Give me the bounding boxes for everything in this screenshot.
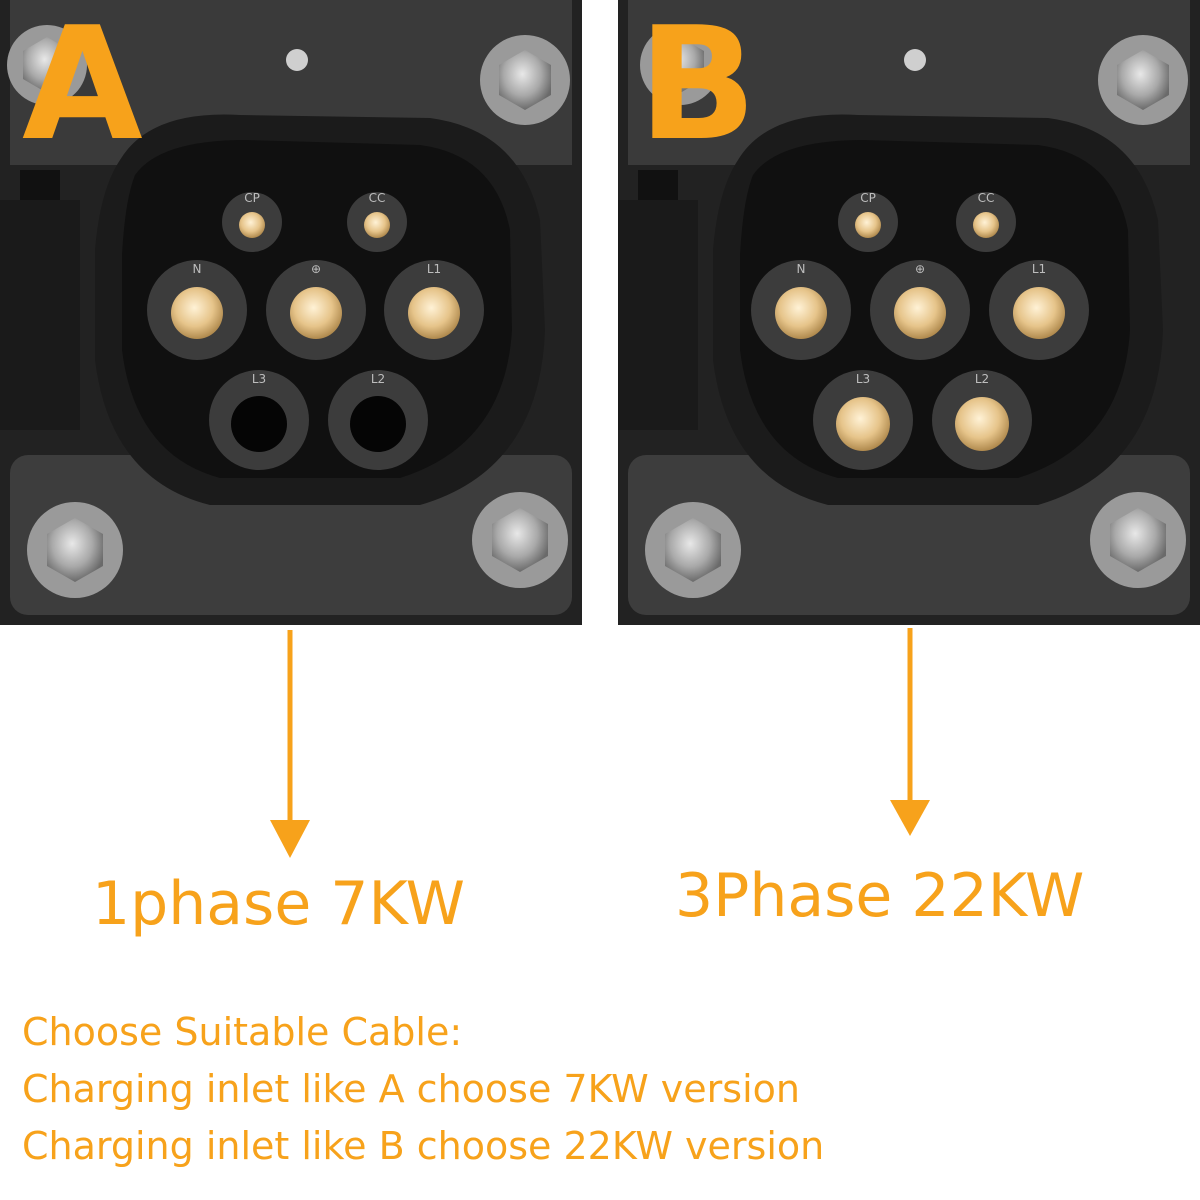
arrow-down-a-icon [270,630,310,858]
panel-letter-a: A [22,0,143,175]
caption-a: 1phase 7KW [92,869,466,939]
bolt-bottom-right [1090,492,1186,588]
rivet [904,49,926,71]
label-cp: CP [244,191,260,205]
pin-cc [347,192,407,252]
bolt-top-right [1098,35,1188,125]
pin-pe [870,260,970,360]
pin-cc [956,192,1016,252]
pin-l1 [989,260,1089,360]
photo-inlet-b: CP CC N ⊕ L1 L3 L2 B [618,0,1200,625]
label-cc: CC [369,191,386,205]
pin-n [147,260,247,360]
label-cc: CC [978,191,995,205]
bolt-bottom-left [27,502,123,598]
inlet-b-illustration: CP CC N ⊕ L1 L3 L2 [618,0,1200,625]
pin-cp [838,192,898,252]
label-n: N [797,262,806,276]
bolt-top-left [7,25,87,105]
bolt-top-right [480,35,570,125]
pin-n [751,260,851,360]
note-line-a: Charging inlet like A choose 7KW version [22,1067,800,1111]
hinge-left [0,200,80,430]
cable-choice-note: Choose Suitable Cable: Charging inlet li… [22,1004,824,1175]
label-n: N [193,262,202,276]
hinge-left [618,200,698,430]
arrow-down-b-icon [890,628,930,836]
caption-b: 3Phase 22KW [675,861,1085,931]
pin-cp [222,192,282,252]
rivet [286,49,308,71]
inlet-a-illustration: CP CC N ⊕ L1 L3 L2 [0,0,582,625]
bolt-bottom-left [645,502,741,598]
note-heading: Choose Suitable Cable: [22,1010,463,1054]
label-cp: CP [860,191,876,205]
label-l3: L3 [252,372,266,386]
label-l2: L2 [975,372,989,386]
pin-l3-empty [209,370,309,470]
bolt-bottom-right [472,492,568,588]
note-line-b: Charging inlet like B choose 22KW versio… [22,1124,825,1168]
pin-l3 [813,370,913,470]
photo-inlet-a: CP CC N ⊕ L1 L3 L2 A [0,0,582,625]
label-l2: L2 [371,372,385,386]
label-pe: ⊕ [915,262,925,276]
pin-l2-empty [328,370,428,470]
pin-l2 [932,370,1032,470]
label-l3: L3 [856,372,870,386]
label-pe: ⊕ [311,262,321,276]
bolt-top-left [640,25,720,105]
label-l1: L1 [1032,262,1046,276]
panel-letter-b: B [638,0,757,175]
label-l1: L1 [427,262,441,276]
pin-l1 [384,260,484,360]
pin-pe [266,260,366,360]
